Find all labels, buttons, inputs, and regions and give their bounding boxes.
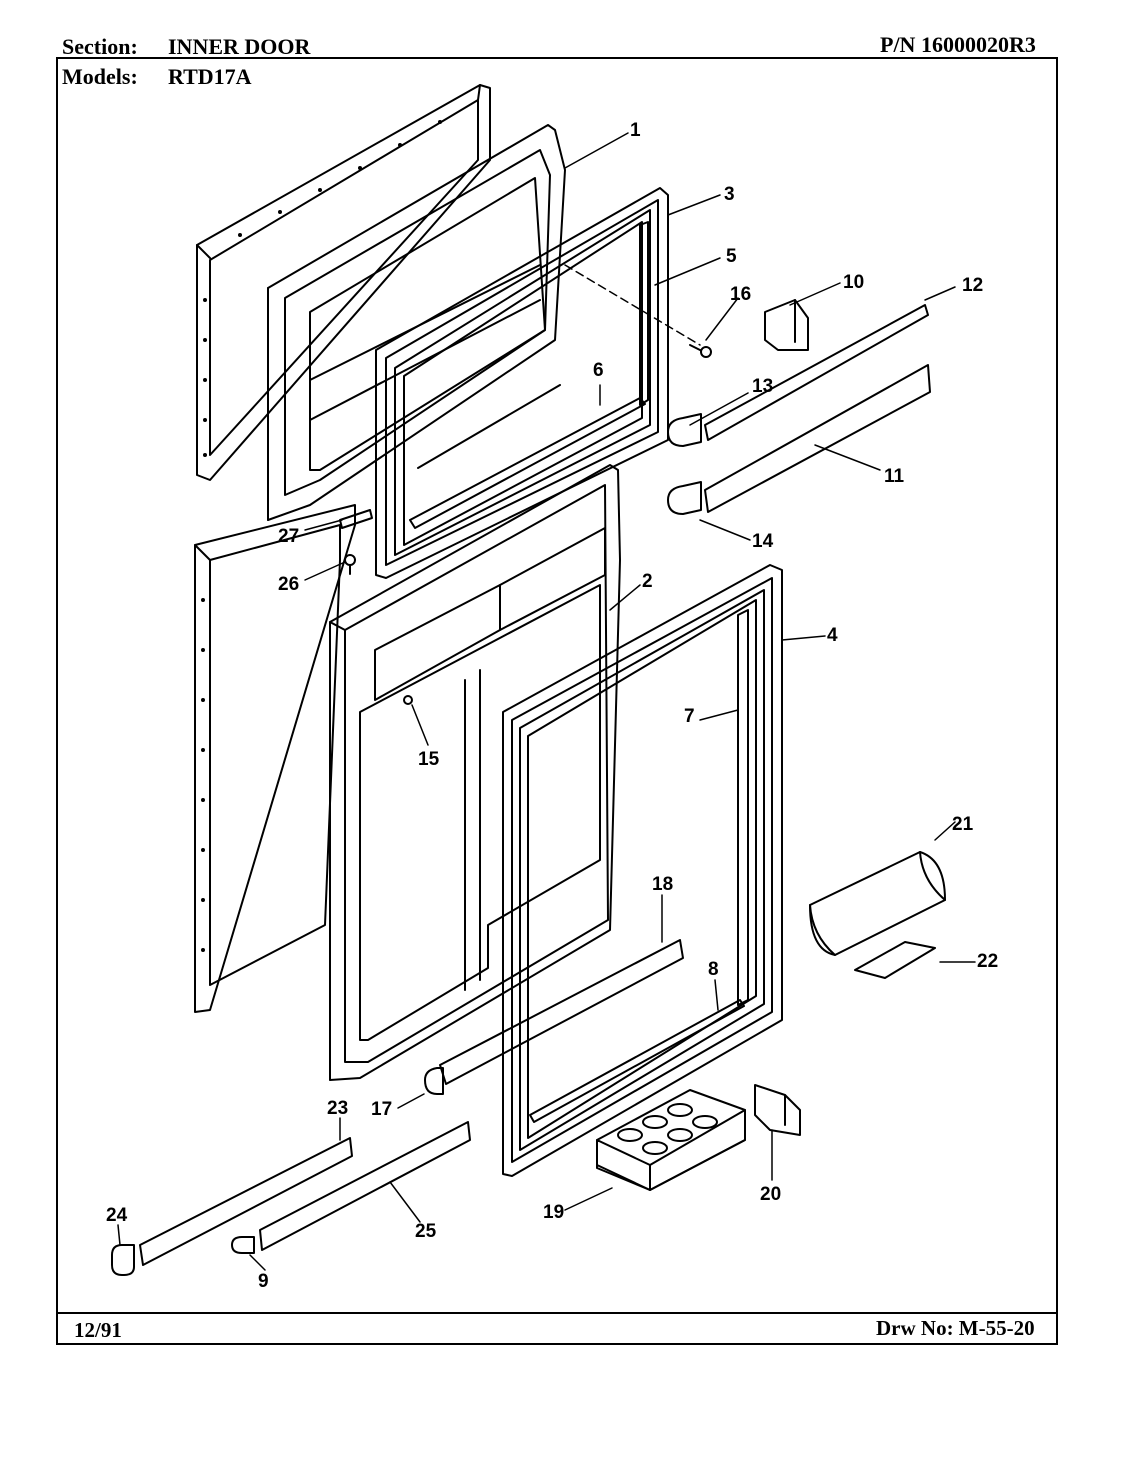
callout-5: 5 [726,246,737,267]
callout-12: 12 [962,275,983,296]
hole-15 [403,695,413,705]
shelf-rails-upper [667,304,931,515]
freezer-breaker-strips [409,221,649,529]
cap-24 [111,1244,135,1276]
screw-16 [689,344,712,358]
callout-9: 9 [258,1271,269,1292]
bracket-20 [754,1084,801,1136]
callout-11: 11 [884,466,905,487]
cap-9 [231,1236,255,1254]
fresh-food-breaker-strips [529,609,749,1123]
callout-21: 21 [952,814,974,835]
callout-10: 10 [843,272,864,293]
footer-rule [56,1312,1058,1314]
callout-13: 13 [752,376,773,397]
callout-3: 3 [724,184,735,205]
callout-14: 14 [752,531,774,552]
egg-bin-19 [596,1089,746,1191]
callout-7: 7 [684,706,695,727]
callout-1: 1 [630,120,641,141]
callout-4: 4 [827,625,838,646]
models-label: Models: [62,64,138,89]
leader-lines [117,132,976,1271]
models-value: RTD17A [168,64,252,89]
shelf-rails-lower [139,1121,471,1266]
callout-19: 19 [543,1202,564,1223]
screws-26-27 [339,509,373,575]
lower-door-panel [194,504,356,1013]
callout-26: 26 [278,574,299,595]
callout-22: 22 [977,951,998,972]
upper-door-panel [196,84,491,481]
callout-16: 16 [730,284,751,305]
fresh-food-door-gasket [502,564,783,1177]
part-number: P/N 16000020R3 [880,32,1036,57]
callout-15: 15 [418,749,440,770]
tray-22 [854,941,936,979]
drawing-number: Drw No: M-55-20 [876,1316,1035,1340]
callout-labels: 1 2 3 4 5 6 7 8 9 10 11 12 13 14 15 16 1… [106,120,998,1292]
section-value: INNER DOOR [168,34,311,59]
fresh-food-door-liner [329,464,621,1081]
callout-2: 2 [642,571,653,592]
callout-6: 6 [593,360,604,381]
section-label: Section: [62,34,138,59]
cap-17 [424,1067,444,1095]
callout-23: 23 [327,1098,348,1119]
strip-18 [439,939,684,1085]
callout-8: 8 [708,959,719,980]
callout-27: 27 [278,526,299,547]
drawing-frame [56,57,1058,1345]
callout-17: 17 [371,1099,392,1120]
freezer-door-gasket [375,187,669,579]
bracket-10 [764,299,809,351]
callout-24: 24 [106,1205,128,1226]
footer-date: 12/91 [74,1318,122,1342]
dairy-door-21 [809,851,946,956]
callout-20: 20 [760,1184,781,1205]
callout-18: 18 [652,874,673,895]
callout-25: 25 [415,1221,437,1242]
